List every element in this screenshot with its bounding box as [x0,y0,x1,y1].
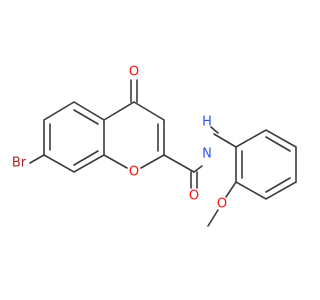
amide-oxygen-label: O [189,189,199,204]
carbonyl-oxygen-label: O [129,65,139,80]
bromine-label: Br [12,156,27,171]
nitrogen-label: N [202,147,212,162]
atom-labels: O O Br O N H O [12,65,227,212]
chemical-structure: O O Br O N H O [11,64,297,227]
hydrogen-label: H [202,115,212,130]
bonds [29,79,297,227]
ring-oxygen-label: O [129,165,139,180]
molecule-diagram: O O Br O N H O [11,64,297,227]
methoxy-oxygen-label: O [217,197,227,212]
